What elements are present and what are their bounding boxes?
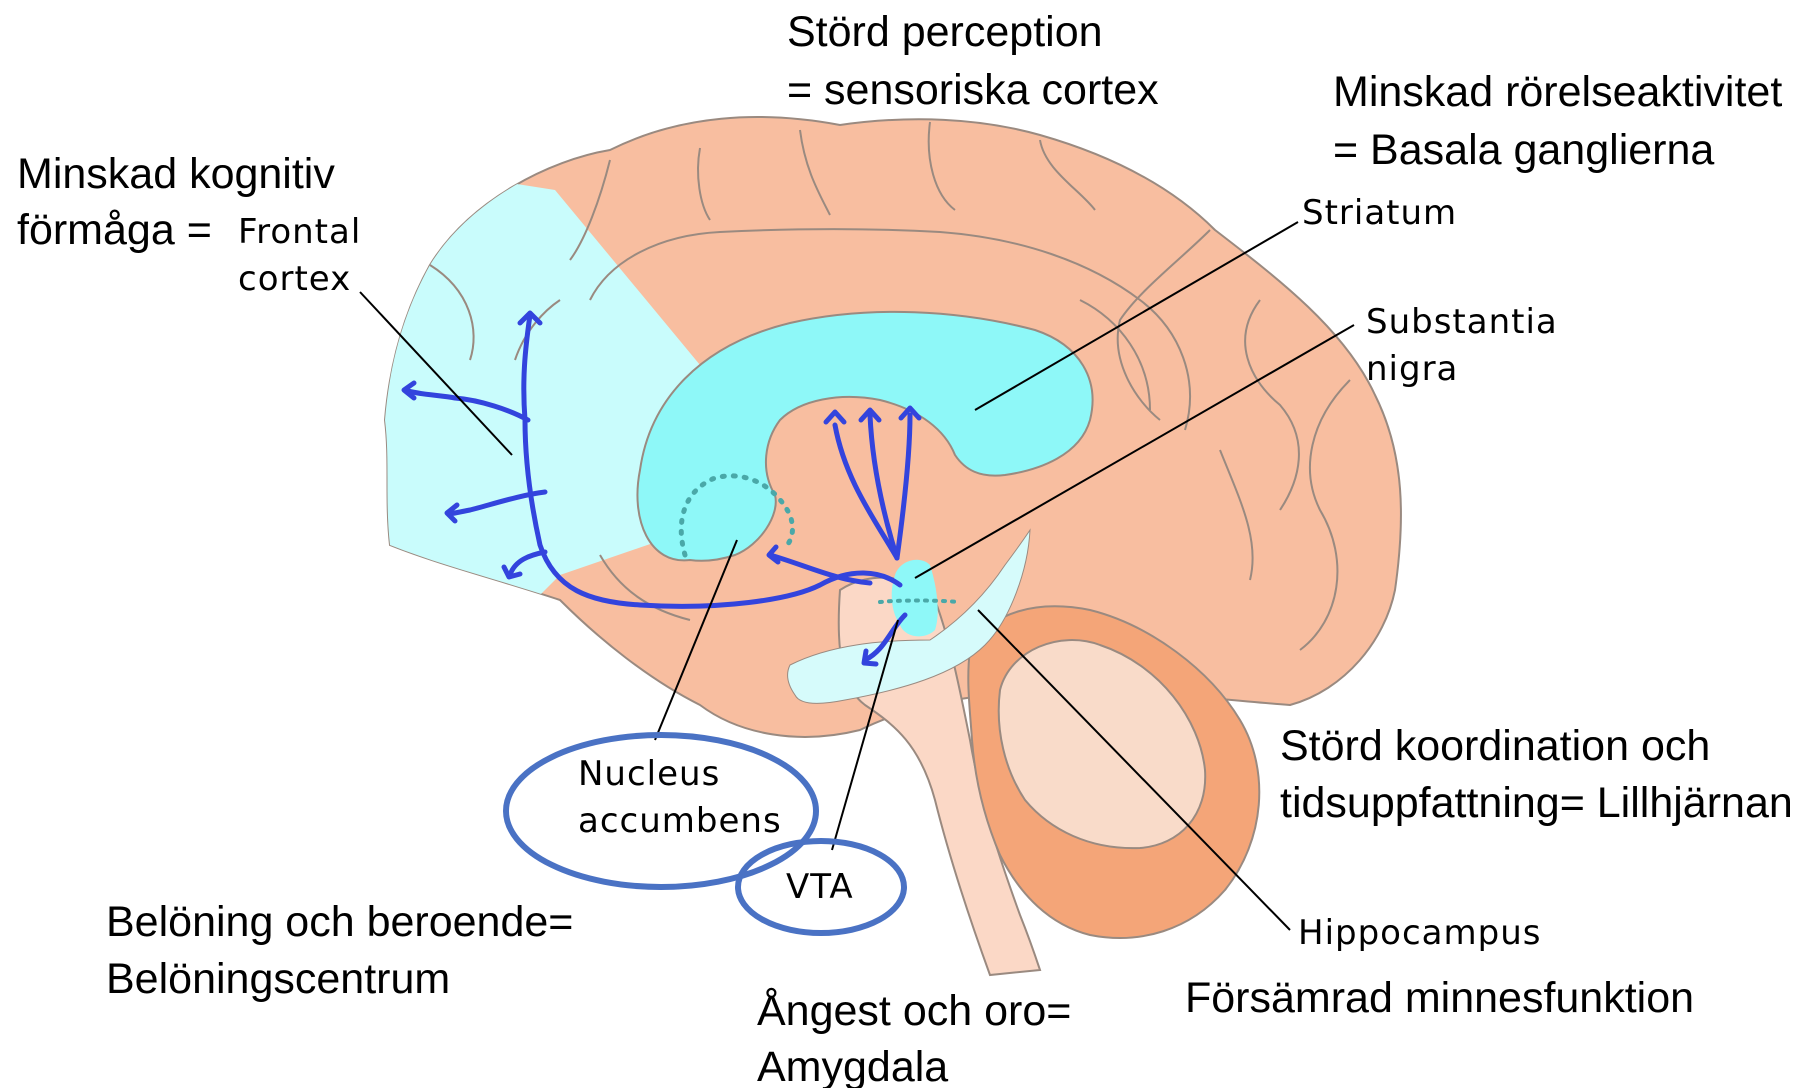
label-frontal-cortex-line1: Frontal	[238, 212, 361, 252]
annotation-anxiety-line2: Amygdala	[757, 1043, 948, 1088]
annotation-basal-ganglia-line2: = Basala ganglierna	[1333, 126, 1714, 174]
label-vta: VTA	[786, 867, 854, 907]
label-hippocampus: Hippocampus	[1298, 913, 1541, 953]
annotation-anxiety-line1: Ångest och oro=	[757, 987, 1071, 1035]
annotation-sensory-line1: Störd perception	[787, 8, 1103, 56]
label-frontal-cortex-line2: cortex	[238, 259, 351, 299]
label-nucleus-accumbens-line2: accumbens	[578, 801, 782, 841]
annotation-memory: Försämrad minnesfunktion	[1185, 974, 1694, 1022]
annotation-reward-line1: Belöning och beroende=	[106, 898, 573, 946]
annotation-cerebellum-line2: tidsuppfattning= Lillhjärnan	[1280, 779, 1793, 827]
annotation-cerebellum-line1: Störd koordination och	[1280, 722, 1710, 770]
label-substantia-nigra-line2: nigra	[1366, 349, 1458, 389]
annotation-basal-ganglia-line1: Minskad rörelseaktivitet	[1333, 68, 1782, 116]
annotation-reward-line2: Belöningscentrum	[106, 955, 450, 1003]
label-nucleus-accumbens-line1: Nucleus	[578, 754, 720, 794]
annotation-sensory-line2: = sensoriska cortex	[787, 66, 1159, 114]
label-substantia-nigra-line1: Substantia	[1366, 302, 1558, 342]
annotation-frontal-line1: Minskad kognitiv	[17, 150, 335, 198]
label-striatum: Striatum	[1302, 193, 1457, 233]
annotation-frontal-line2: förmåga =	[17, 206, 212, 254]
